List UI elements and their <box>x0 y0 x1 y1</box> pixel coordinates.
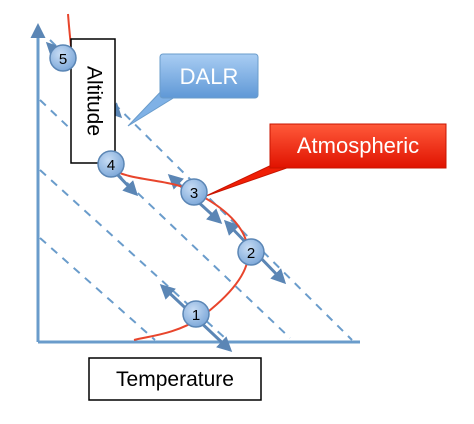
temperature-label: Temperature <box>116 368 234 391</box>
dalr-label: DALR <box>180 64 239 89</box>
altitude-label: Altitude <box>82 66 105 136</box>
temperature-box <box>88 357 262 401</box>
atmospheric-label: Atmospheric <box>297 133 419 158</box>
atmospheric-callout-box <box>269 123 447 169</box>
altitude-box <box>70 38 116 164</box>
temperature-label-box: Temperature <box>88 357 262 401</box>
point-3: 3 <box>180 178 208 206</box>
point-1: 1 <box>182 300 210 328</box>
point-1-label: 1 <box>192 307 200 324</box>
dalr-line <box>39 169 226 339</box>
point-2-label: 2 <box>247 245 255 262</box>
dalr-callout: DALR <box>159 53 259 99</box>
point-5-label: 5 <box>59 51 67 68</box>
point-2: 2 <box>237 238 265 266</box>
dalr-line <box>39 237 156 341</box>
dalr-callout-box <box>159 53 259 99</box>
point-4-label: 4 <box>107 157 115 174</box>
atmospheric-callout: Atmospheric <box>269 123 447 169</box>
point-3-label: 3 <box>190 185 198 202</box>
point-5: 5 <box>49 44 77 72</box>
altitude-label-box: Altitude <box>70 38 116 164</box>
dalr-line <box>39 99 291 339</box>
point-4: 4 <box>97 150 125 178</box>
numbered-points: 1 2 3 4 5 <box>49 44 265 328</box>
